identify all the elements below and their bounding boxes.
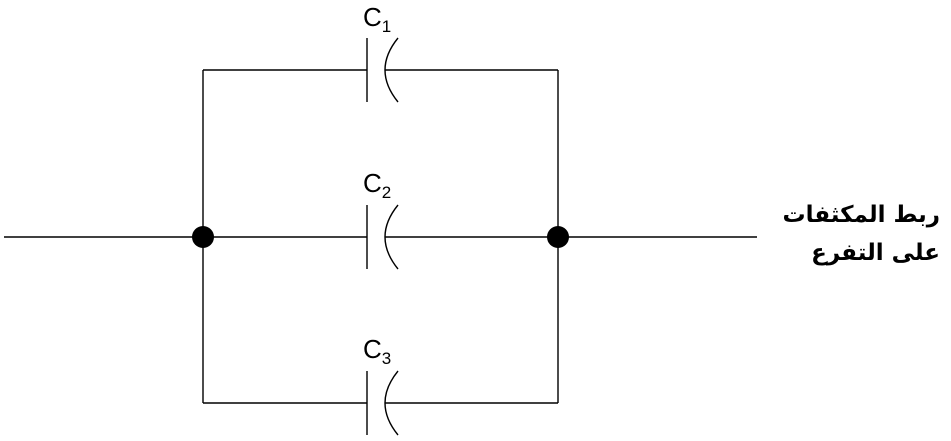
diagram-caption: ربط المكثفات على التفرع xyxy=(780,196,940,272)
capacitor-c2-branch: C2 xyxy=(203,168,558,270)
capacitor-c3-branch: C3 xyxy=(203,334,558,436)
caption-line-1: ربط المكثفات xyxy=(782,202,940,228)
left-junction-node xyxy=(192,226,214,248)
capacitor-c1-label: C1 xyxy=(363,2,391,36)
capacitor-c3-label: C3 xyxy=(363,334,391,368)
capacitor-c1-branch: C1 xyxy=(203,2,558,103)
right-junction-node xyxy=(547,226,569,248)
capacitor-c2-label: C2 xyxy=(363,168,391,202)
caption-line-2: على التفرع xyxy=(811,240,940,266)
